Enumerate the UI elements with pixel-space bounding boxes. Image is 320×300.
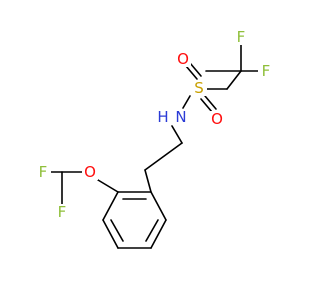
atom-label-o-ether: O [84,163,96,181]
atom-n: N [173,108,189,126]
bond-s-o-top-b [189,62,202,77]
atom-label-s: S [194,79,204,97]
atom-f-ether-bottom: F [54,203,70,221]
ring-bond-6 [150,191,167,221]
atom-label-o-sulfonyl-top: O [177,50,189,68]
bond-s-o-bottom-b [204,95,217,110]
atom-label-o-sulfonyl-bottom: O [211,110,223,128]
ring-double-3 [145,219,159,242]
bond-s-o-bottom-a [200,98,213,113]
atom-o-ether: O [82,163,98,181]
atom-h: H [155,108,171,126]
ring-bond-5 [150,219,167,249]
atom-label-h: H [157,108,168,126]
atom-o-sulfonyl-bottom: O [209,110,225,128]
bond-ch2-ring [144,169,152,193]
bond-s-o-top-a [185,65,198,80]
atom-f-ether-top: F [35,163,51,181]
atom-label-f-right: F [262,62,271,80]
atom-s: S [191,79,207,97]
atom-f-right: F [258,62,274,80]
bonds [49,43,260,249]
ring-bond-3 [102,219,119,249]
ring-double-2 [110,219,124,242]
bond-s-n [182,95,191,109]
bond-ch2-ch2 [144,142,183,171]
atom-label-f-top: F [237,28,246,46]
atom-label-n: N [175,108,186,126]
atom-label-f-ether-bottom: F [58,203,67,221]
atom-o-sulfonyl-top: O [175,50,191,68]
molecule-diagram: F F O O S N H O [35,28,274,249]
atom-f-top: F [233,28,249,46]
bond-ring-o [97,179,119,193]
bond-n-ch2 [171,125,183,144]
ring-bond-2 [102,191,119,221]
bond-cf2-ch2 [226,70,242,90]
atom-label-f-ether-top: F [39,163,48,181]
atom-labels: F F O O S N H O [35,28,274,221]
